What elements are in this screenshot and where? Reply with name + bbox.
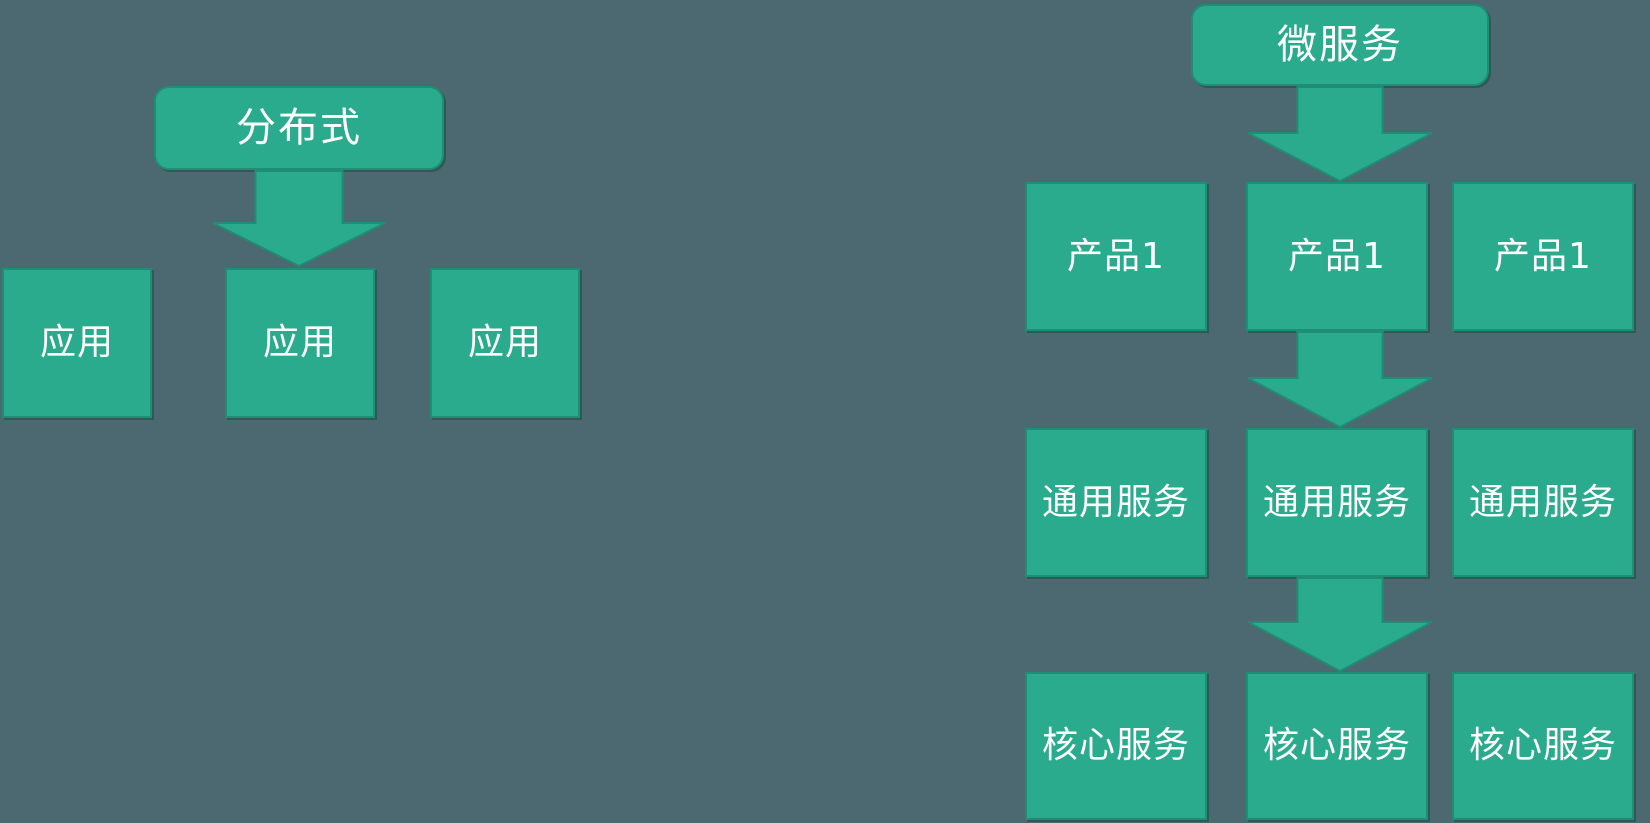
product-box-2: 产品1	[1246, 182, 1428, 331]
common-service-box-3: 通用服务	[1452, 428, 1634, 577]
microservice-down-arrow-3	[1247, 577, 1433, 672]
common-service-box-2: 通用服务	[1246, 428, 1428, 577]
down-arrow-icon	[212, 170, 386, 267]
microservice-root-label: 微服务	[1277, 22, 1403, 68]
distributed-down-arrow	[212, 170, 386, 267]
common-service-box-1: 通用服务	[1025, 428, 1207, 577]
common-service-box-1-label: 通用服务	[1041, 481, 1190, 523]
product-box-2-label: 产品1	[1288, 235, 1386, 277]
core-service-box-3-label: 核心服务	[1468, 725, 1617, 766]
core-service-box-2: 核心服务	[1246, 672, 1428, 820]
distributed-root-shape: 分布式	[154, 86, 444, 170]
app-box-2-label: 应用	[262, 322, 337, 363]
app-box-1-label: 应用	[39, 322, 114, 363]
product-box-1-label: 产品1	[1067, 235, 1165, 277]
down-arrow-icon	[1247, 86, 1433, 182]
product-box-3: 产品1	[1452, 182, 1634, 331]
app-box-2: 应用	[225, 268, 375, 418]
app-box-3: 应用	[430, 268, 580, 418]
core-service-box-1: 核心服务	[1025, 672, 1207, 820]
microservice-down-arrow-2	[1247, 331, 1433, 428]
common-service-box-2-label: 通用服务	[1262, 481, 1411, 523]
down-arrow-icon	[1247, 577, 1433, 672]
product-box-1: 产品1	[1025, 182, 1207, 331]
core-service-box-3: 核心服务	[1452, 672, 1634, 820]
distributed-root-label: 分布式	[236, 105, 362, 151]
microservice-down-arrow-1	[1247, 86, 1433, 182]
core-service-box-2-label: 核心服务	[1262, 725, 1411, 766]
common-service-box-3-label: 通用服务	[1468, 481, 1617, 523]
microservice-root-shape: 微服务	[1191, 4, 1489, 86]
product-box-3-label: 产品1	[1494, 235, 1592, 277]
app-box-3-label: 应用	[467, 322, 542, 363]
app-box-1: 应用	[2, 268, 152, 418]
core-service-box-1-label: 核心服务	[1041, 725, 1190, 766]
down-arrow-icon	[1247, 331, 1433, 428]
